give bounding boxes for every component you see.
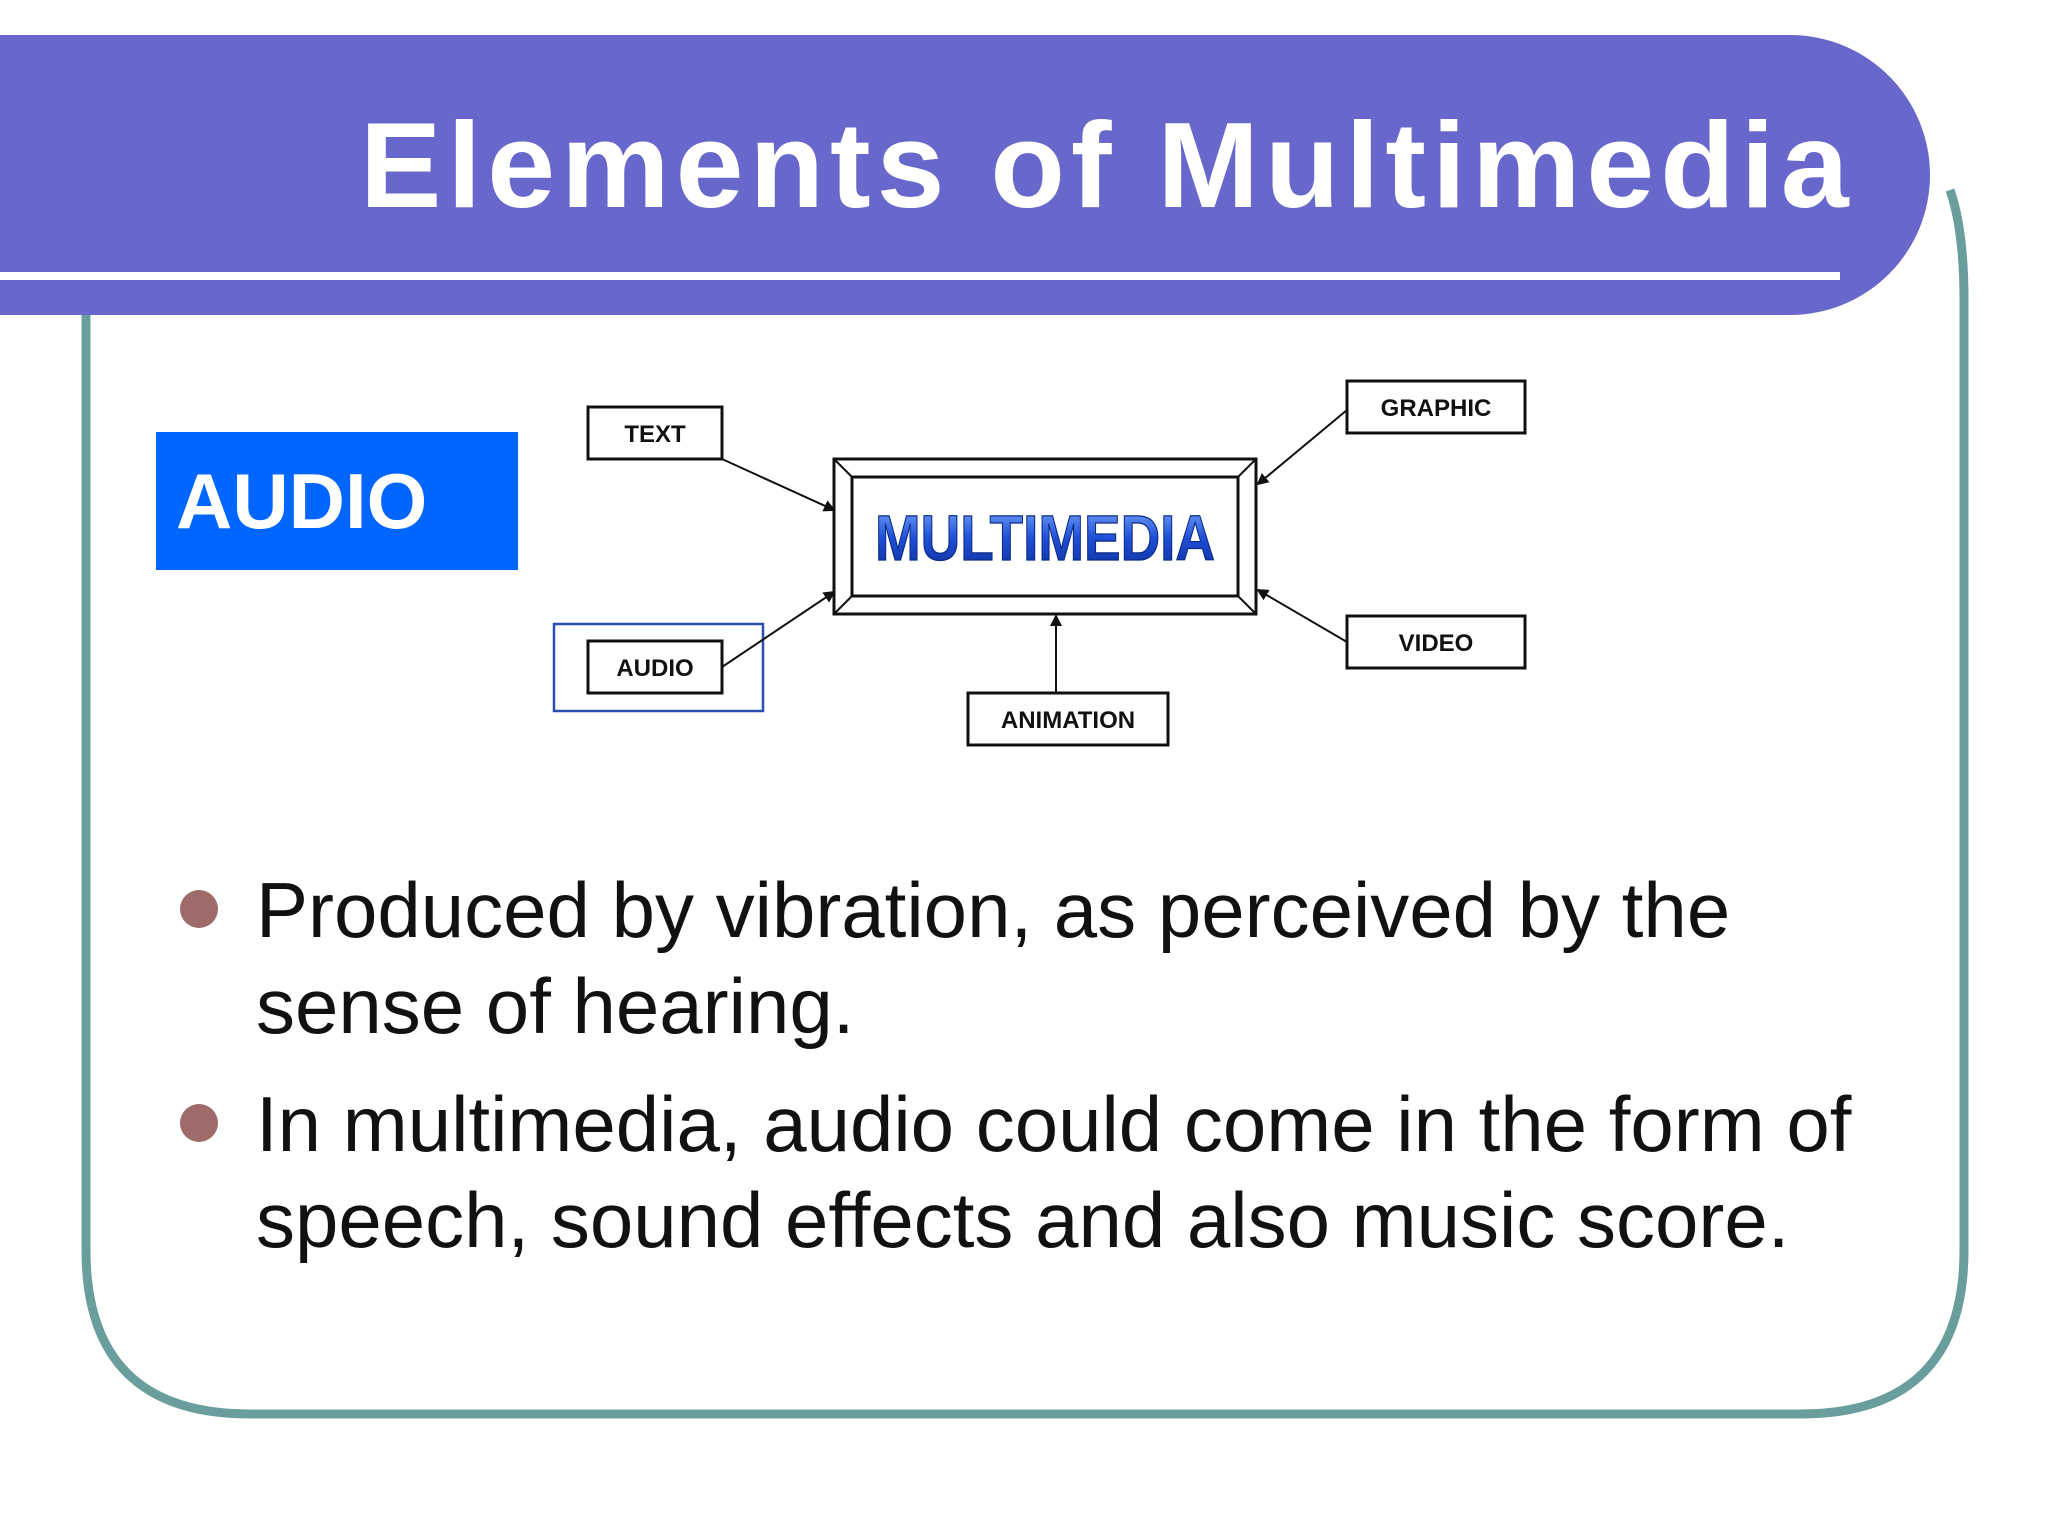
bullet-item: Produced by vibration, as perceived by t… [180,862,1940,1054]
node-audio-label: AUDIO [616,655,693,682]
node-text: TEXT [586,405,724,461]
node-text-label: TEXT [624,421,686,448]
center-node-inner [850,475,1240,598]
node-audio: AUDIO [552,622,765,713]
section-tag-audio: AUDIO [156,432,518,570]
node-animation-label: ANIMATION [1001,707,1135,734]
arrow-text-to-center [721,458,836,512]
bullet-list: Produced by vibration, as perceived by t… [180,862,1940,1290]
node-graphic-label: GRAPHIC [1381,395,1492,422]
center-node-label: MULTIMEDIA [875,502,1215,574]
bullet-dot-icon [180,1104,218,1142]
center-node-bevel-bl [833,595,853,615]
node-graphic-box [1345,379,1527,435]
arrow-graphic-to-center [1256,409,1348,486]
title-underline [0,272,1840,280]
node-animation: ANIMATION [966,691,1170,747]
center-node-bevel-tr [1237,458,1257,478]
node-animation-box [966,691,1170,747]
node-video: VIDEO [1345,614,1527,670]
node-text-box [586,405,724,461]
bullet-dot-icon [180,890,218,928]
bullet-text: Produced by vibration, as perceived by t… [256,866,1731,1050]
bullet-text: In multimedia, audio could come in the f… [256,1080,1852,1264]
node-audio-highlight [552,622,765,713]
bullet-item: In multimedia, audio could come in the f… [180,1076,1940,1268]
arrow-video-to-center [1256,588,1348,643]
content-frame-border [81,188,1969,1419]
center-node-multimedia: MULTIMEDIA [832,457,1258,616]
slide-title: Elements of Multimedia [360,97,1855,233]
node-video-label: VIDEO [1399,630,1474,657]
node-audio-box [586,639,724,695]
title-bar [0,35,1930,315]
node-graphic: GRAPHIC [1345,379,1527,435]
center-node-bevel-tl [833,458,853,478]
arrow-audio-to-center [721,590,836,668]
center-node-bevel-br [1237,595,1257,615]
